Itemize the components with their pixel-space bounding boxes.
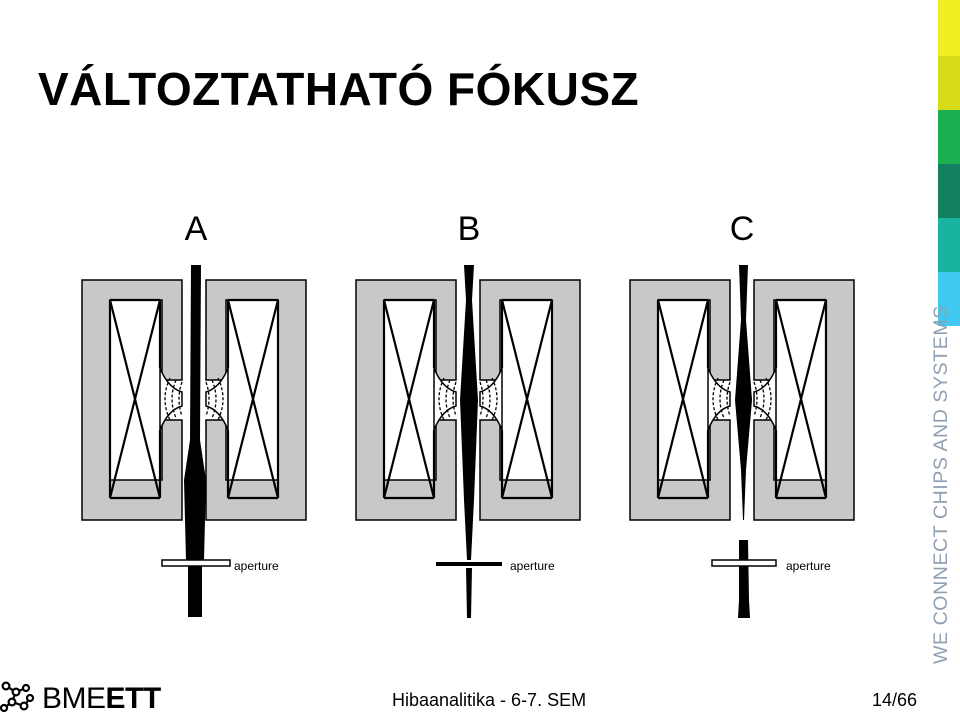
panel-b-beam [460,265,478,618]
color-stripe-dark-green [938,164,960,218]
logo-text-ett: ETT [105,682,162,715]
panel-b-aperture [436,562,502,566]
page-number: 14/66 [872,690,918,710]
slide-title: VÁLTOZTATHATÓ FÓKUSZ [38,63,640,115]
panel-a-label: A [185,210,208,248]
color-stripe-cyan [938,272,960,326]
panel-b-label: B [458,210,481,248]
panel-a-aperture-label: aperture [234,559,279,573]
brand-color-bar [938,0,960,326]
panel-b-aperture-label: aperture [510,559,555,573]
network-icon [0,681,35,713]
panel-a-beam [184,265,206,617]
logo-wordmark: BMEETT [42,682,161,716]
panel-c-label: C [730,210,755,248]
color-stripe-yellow-dark [938,56,960,110]
bmeett-logo [0,681,35,713]
logo-text-bme: BME [42,682,106,715]
panel-a-aperture [161,559,231,567]
panel-c-aperture [711,559,777,567]
color-stripe-yellow [938,0,960,56]
color-stripe-teal [938,218,960,272]
color-stripe-green [938,110,960,164]
panel-c-aperture-label: aperture [786,559,831,573]
footer-course: Hibaanalitika - 6-7. SEM [392,690,587,710]
